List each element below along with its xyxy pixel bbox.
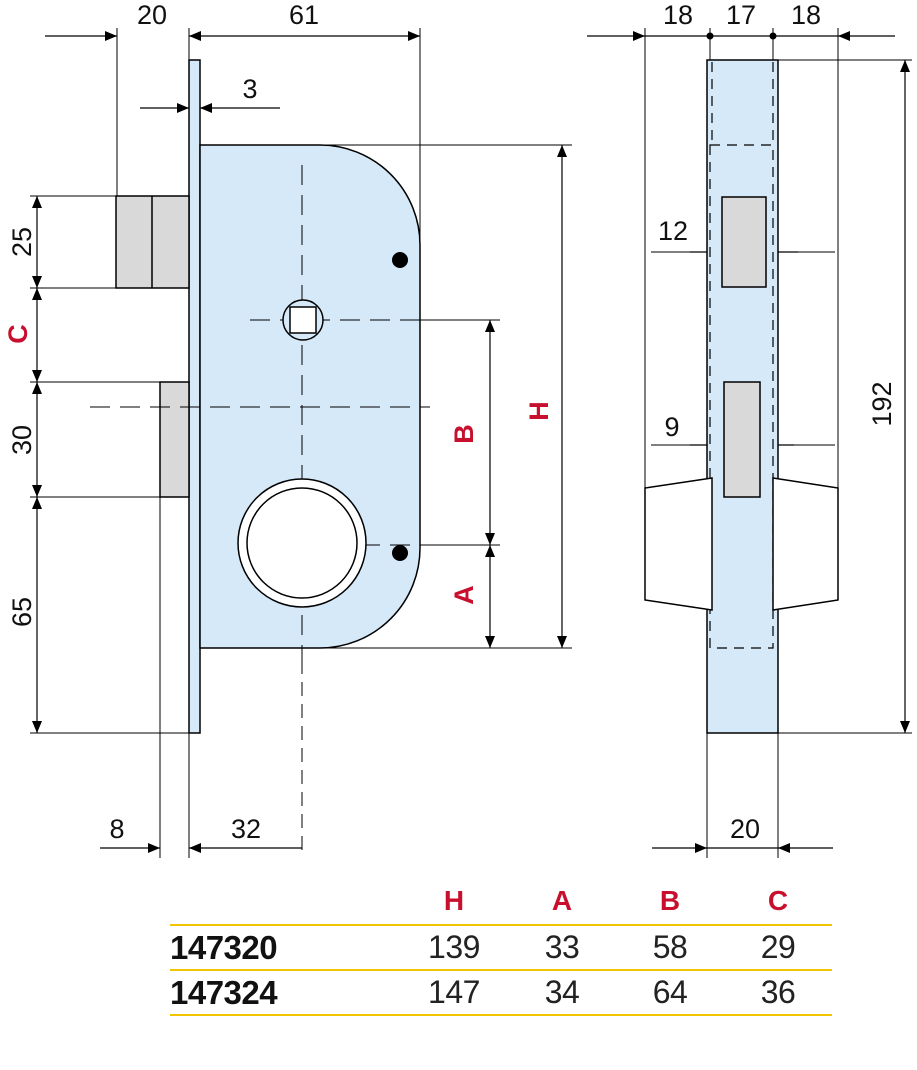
header-c: C: [724, 878, 832, 926]
flange-left: [644, 477, 713, 611]
row-h: 147: [400, 970, 508, 1016]
dim-side-width: 20: [730, 814, 760, 844]
dim-backset-right: 32: [231, 814, 261, 844]
spindle-hole: [282, 299, 324, 341]
dim-upper-slot: 12: [658, 216, 688, 246]
dim-dot-right: [769, 32, 777, 40]
faceplate: [188, 59, 201, 734]
side-extension-lines: [644, 28, 912, 858]
row-h: 139: [400, 925, 508, 971]
dim-lower-bolt: 30: [7, 425, 37, 455]
flange-right: [772, 477, 839, 611]
table-row: 147320 139 33 58 29: [170, 925, 832, 971]
table-row: 147324 147 34 64 36: [170, 970, 832, 1016]
dim-side-right: 18: [791, 0, 821, 30]
row-c: 36: [724, 970, 832, 1016]
dim-side-middle: 17: [726, 0, 756, 30]
spec-table: H A B C 147320 139 33 58 29 147324 147 3…: [170, 878, 832, 1016]
dead-bolt: [159, 381, 190, 498]
row-b: 58: [616, 925, 724, 971]
row-code: 147320: [170, 925, 400, 971]
row-c: 29: [724, 925, 832, 971]
dim-lower-slot: 9: [664, 412, 679, 442]
header-code: [170, 878, 400, 926]
row-a: 34: [508, 970, 616, 1016]
header-a: A: [508, 878, 616, 926]
table-header-row: H A B C: [170, 878, 832, 926]
dim-side-height: 192: [867, 381, 897, 426]
deadbolt-slot: [723, 381, 761, 498]
cylinder-hole: [237, 478, 367, 608]
latch-slot: [721, 196, 767, 288]
label-c: C: [3, 324, 33, 344]
side-dimension-lines: [587, 31, 910, 853]
row-a: 33: [508, 925, 616, 971]
front-view: 20 61 3 25 30 65 8 32 C B A H: [3, 0, 572, 858]
dim-upper-bolt: 25: [7, 227, 37, 257]
label-b: B: [449, 424, 479, 444]
dim-dot-left: [706, 32, 714, 40]
dimension-lines: [32, 31, 567, 853]
label-h: H: [524, 401, 554, 421]
header-h: H: [400, 878, 508, 926]
dim-top-right: 61: [289, 0, 319, 30]
label-a: A: [449, 585, 479, 605]
dim-backset-left: 8: [109, 814, 124, 844]
hidden-body: [709, 62, 774, 649]
header-b: B: [616, 878, 724, 926]
dim-top-left: 20: [137, 0, 167, 30]
dim-faceplate: 3: [242, 74, 257, 104]
row-code: 147324: [170, 970, 400, 1016]
side-view: 18 17 18 12 9 192 20: [587, 0, 912, 858]
dim-side-left: 18: [663, 0, 693, 30]
screw-bottom: [392, 545, 408, 561]
row-b: 64: [616, 970, 724, 1016]
latch-bolt: [115, 195, 190, 289]
dim-bottom: 65: [7, 597, 37, 627]
screw-top: [392, 252, 408, 268]
lock-technical-drawing: 20 61 3 25 30 65 8 32 C B A H: [3, 0, 912, 858]
